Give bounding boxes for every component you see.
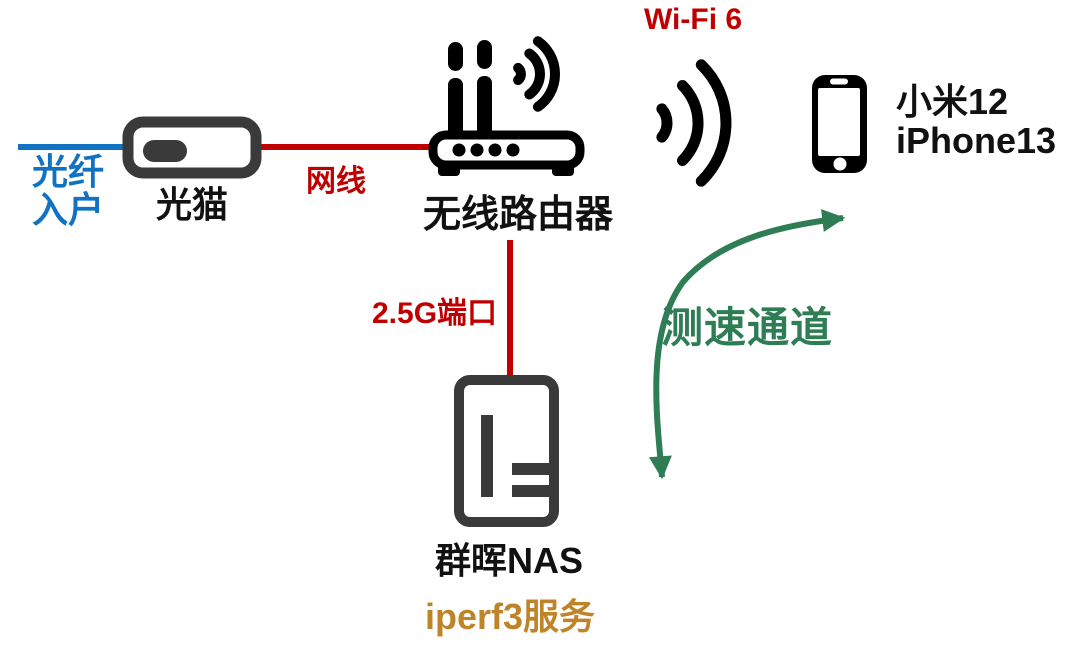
- port-label: 2.5G端口: [372, 297, 498, 330]
- iperf-label: iperf3服务: [424, 596, 596, 637]
- nas-port-line: [507, 240, 513, 376]
- wifi-signal-icon: [656, 59, 732, 187]
- fiber-line: [18, 144, 132, 150]
- fiber-label: 光纤 入户: [32, 151, 105, 230]
- speed-test-label: 测速通道: [661, 304, 834, 351]
- devices-label: 小米12 iPhone13: [896, 81, 1057, 161]
- cable-label: 网线: [306, 165, 366, 198]
- modem-icon: [122, 116, 262, 179]
- nas-label: 群晖NAS: [434, 540, 583, 581]
- nas-icon: [454, 375, 559, 527]
- smartphone-icon: [812, 75, 867, 173]
- curved-double-arrow-icon: [648, 209, 846, 480]
- modem-label: 光猫: [155, 184, 228, 225]
- router-label: 无线路由器: [422, 194, 613, 236]
- ethernet-cable-line: [252, 144, 434, 150]
- router-icon: [428, 36, 585, 176]
- wifi6-label: Wi-Fi 6: [644, 3, 743, 36]
